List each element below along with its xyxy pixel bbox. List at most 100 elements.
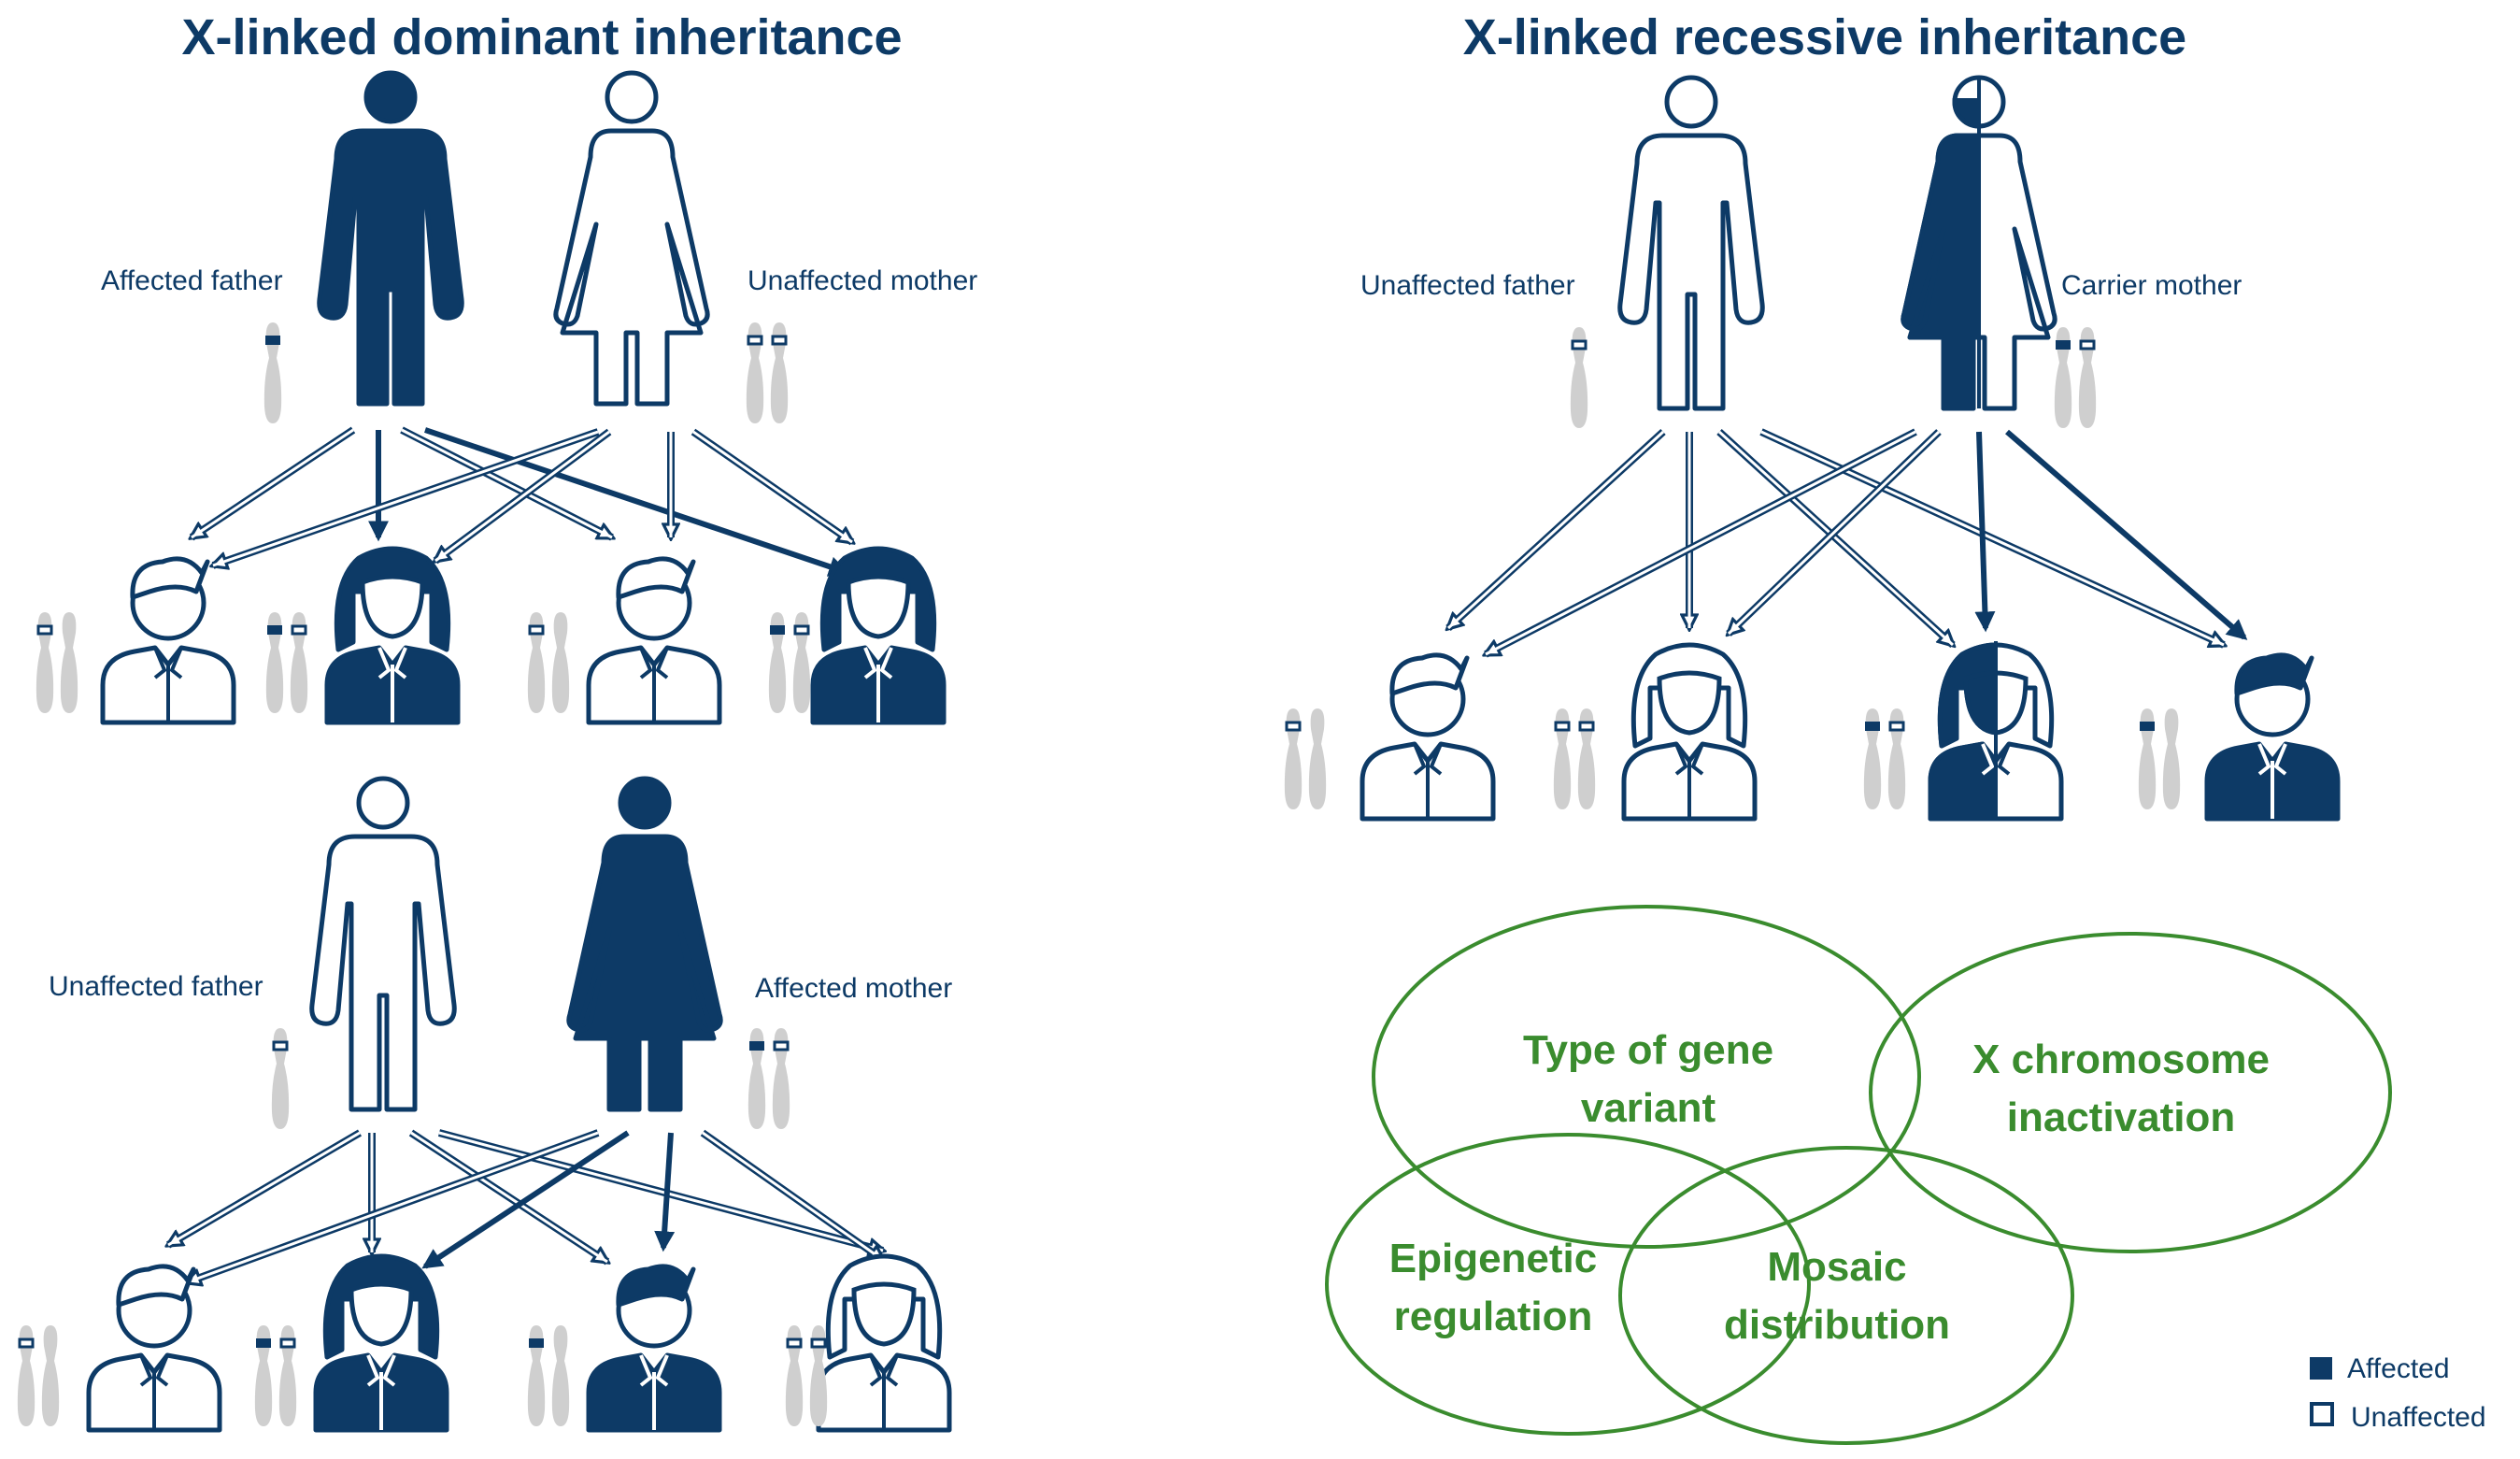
chromosome: [17, 1325, 36, 1426]
chromosome: [41, 1325, 60, 1426]
chromosome: [271, 1028, 290, 1129]
arrow-r-f-c4-inner: [1760, 430, 2225, 647]
child-hair: [322, 1253, 440, 1360]
chromosome-band: [2079, 339, 2096, 350]
parent-d2-father: [309, 776, 457, 1112]
chromosome: [551, 612, 570, 713]
chromosome: [747, 1028, 766, 1129]
parent-head: [356, 776, 410, 830]
child-d1-son-2: [586, 556, 722, 725]
chromosome-band: [279, 1337, 296, 1349]
child-face: [1657, 670, 1722, 736]
parent-body: [317, 128, 464, 407]
child-face: [851, 1281, 917, 1347]
pedigree-figures: [17, 70, 2341, 1433]
chromosome: [792, 612, 811, 713]
chromosome-band: [291, 624, 307, 636]
chromosome-band: [528, 624, 545, 636]
parent-body: [309, 834, 457, 1112]
chromosome: [36, 612, 54, 713]
chromosome-d1-c3: [527, 612, 570, 713]
child-collar: [153, 647, 183, 722]
chromosome-band: [265, 336, 280, 345]
chromosome-band: [771, 335, 788, 346]
label-d1-mother: Unaffected mother: [747, 265, 977, 296]
chromosome-band: [2140, 722, 2155, 731]
parent-head: [363, 70, 418, 124]
child-d2-daughter-1: [313, 1253, 449, 1433]
chromosome: [1577, 708, 1596, 809]
chromosome: [263, 322, 282, 423]
parent-head: [618, 776, 672, 830]
chromosome-d2-c3: [527, 1325, 570, 1426]
chromosome: [772, 1028, 790, 1129]
parent-r-father: [1617, 75, 1765, 411]
venn-circle-gene-variant: [1372, 905, 1921, 1249]
venn-circle-x-inactivation: [1869, 932, 2392, 1253]
chromosome-band: [1578, 721, 1595, 732]
child-hair: [616, 556, 696, 600]
chromosome-band: [770, 625, 785, 635]
chromosome-band: [1571, 339, 1587, 350]
child-r-daughter-1: [1621, 642, 1758, 822]
parent-r-mother: [1901, 75, 2057, 411]
child-collar: [1674, 743, 1704, 819]
chromosome-band: [1554, 721, 1571, 732]
arrow-r-f-c3-inner: [1717, 430, 1955, 647]
child-collar: [1981, 743, 1996, 819]
child-collar: [639, 1354, 669, 1430]
chromosome: [1887, 708, 1906, 809]
child-collar: [2257, 743, 2287, 819]
chromosome: [290, 612, 308, 713]
chromosome: [1553, 708, 1572, 809]
parent-d1-mother: [553, 70, 710, 407]
chromosome-d2-c4: [785, 1325, 828, 1426]
child-hair: [825, 1253, 943, 1360]
half-fill: [1901, 98, 1979, 411]
child-d2-daughter-2: [816, 1253, 952, 1433]
chromosome-d2-c1: [17, 1325, 60, 1426]
title-dominant: X-linked dominant inheritance: [181, 9, 902, 65]
child-hair: [1630, 642, 1748, 749]
label-d1-father: Affected father: [101, 265, 283, 296]
chromosome: [551, 1325, 570, 1426]
chromosome-r-c4: [2138, 708, 2181, 809]
parent-head: [1664, 75, 1718, 129]
child-face: [349, 1281, 414, 1347]
venn-label-gene-variant-2: variant: [1581, 1085, 1716, 1131]
child-hair: [819, 546, 937, 652]
arrow-d2-f-c4-inner: [438, 1131, 884, 1252]
child-collar: [377, 647, 407, 722]
chromosome-band: [529, 1338, 544, 1348]
child-face: [846, 574, 911, 639]
chromosome-band: [1865, 722, 1880, 731]
chromosome: [2138, 708, 2157, 809]
child-d1-son-1: [100, 556, 236, 725]
arrow-r-m-c2-inner: [1727, 430, 1941, 636]
label-r-father: Unaffected father: [1360, 270, 1575, 301]
chromosome-band: [1285, 721, 1302, 732]
chromosome-r-c1: [1284, 708, 1327, 809]
child-collar: [139, 1354, 169, 1430]
chromosome-r-c2: [1553, 708, 1596, 809]
child-collar: [1413, 743, 1443, 819]
child-hair: [334, 546, 451, 652]
chromosome: [785, 1325, 804, 1426]
child-hair: [116, 1264, 196, 1308]
label-r-mother: Carrier mother: [2061, 270, 2242, 301]
chromosome: [2054, 327, 2072, 428]
arrow-d1-m-c4-inner: [692, 430, 853, 544]
chromosome: [265, 612, 284, 713]
chromosome-d1-father: [263, 322, 282, 423]
arrow-d1-f-c3-inner: [401, 428, 613, 539]
chromosome-d1-c4: [768, 612, 811, 713]
arrow-d1-f-c4: [424, 427, 850, 577]
chromosome-d2-mother: [747, 1028, 790, 1129]
chromosome: [527, 1325, 546, 1426]
venn-circle-mosaic: [1618, 1146, 2074, 1445]
parent-d2-mother: [566, 776, 723, 1112]
chromosome-band: [749, 1041, 764, 1051]
child-hair: [616, 1264, 696, 1308]
child-collar: [869, 1354, 899, 1430]
chromosome-band: [793, 624, 810, 636]
